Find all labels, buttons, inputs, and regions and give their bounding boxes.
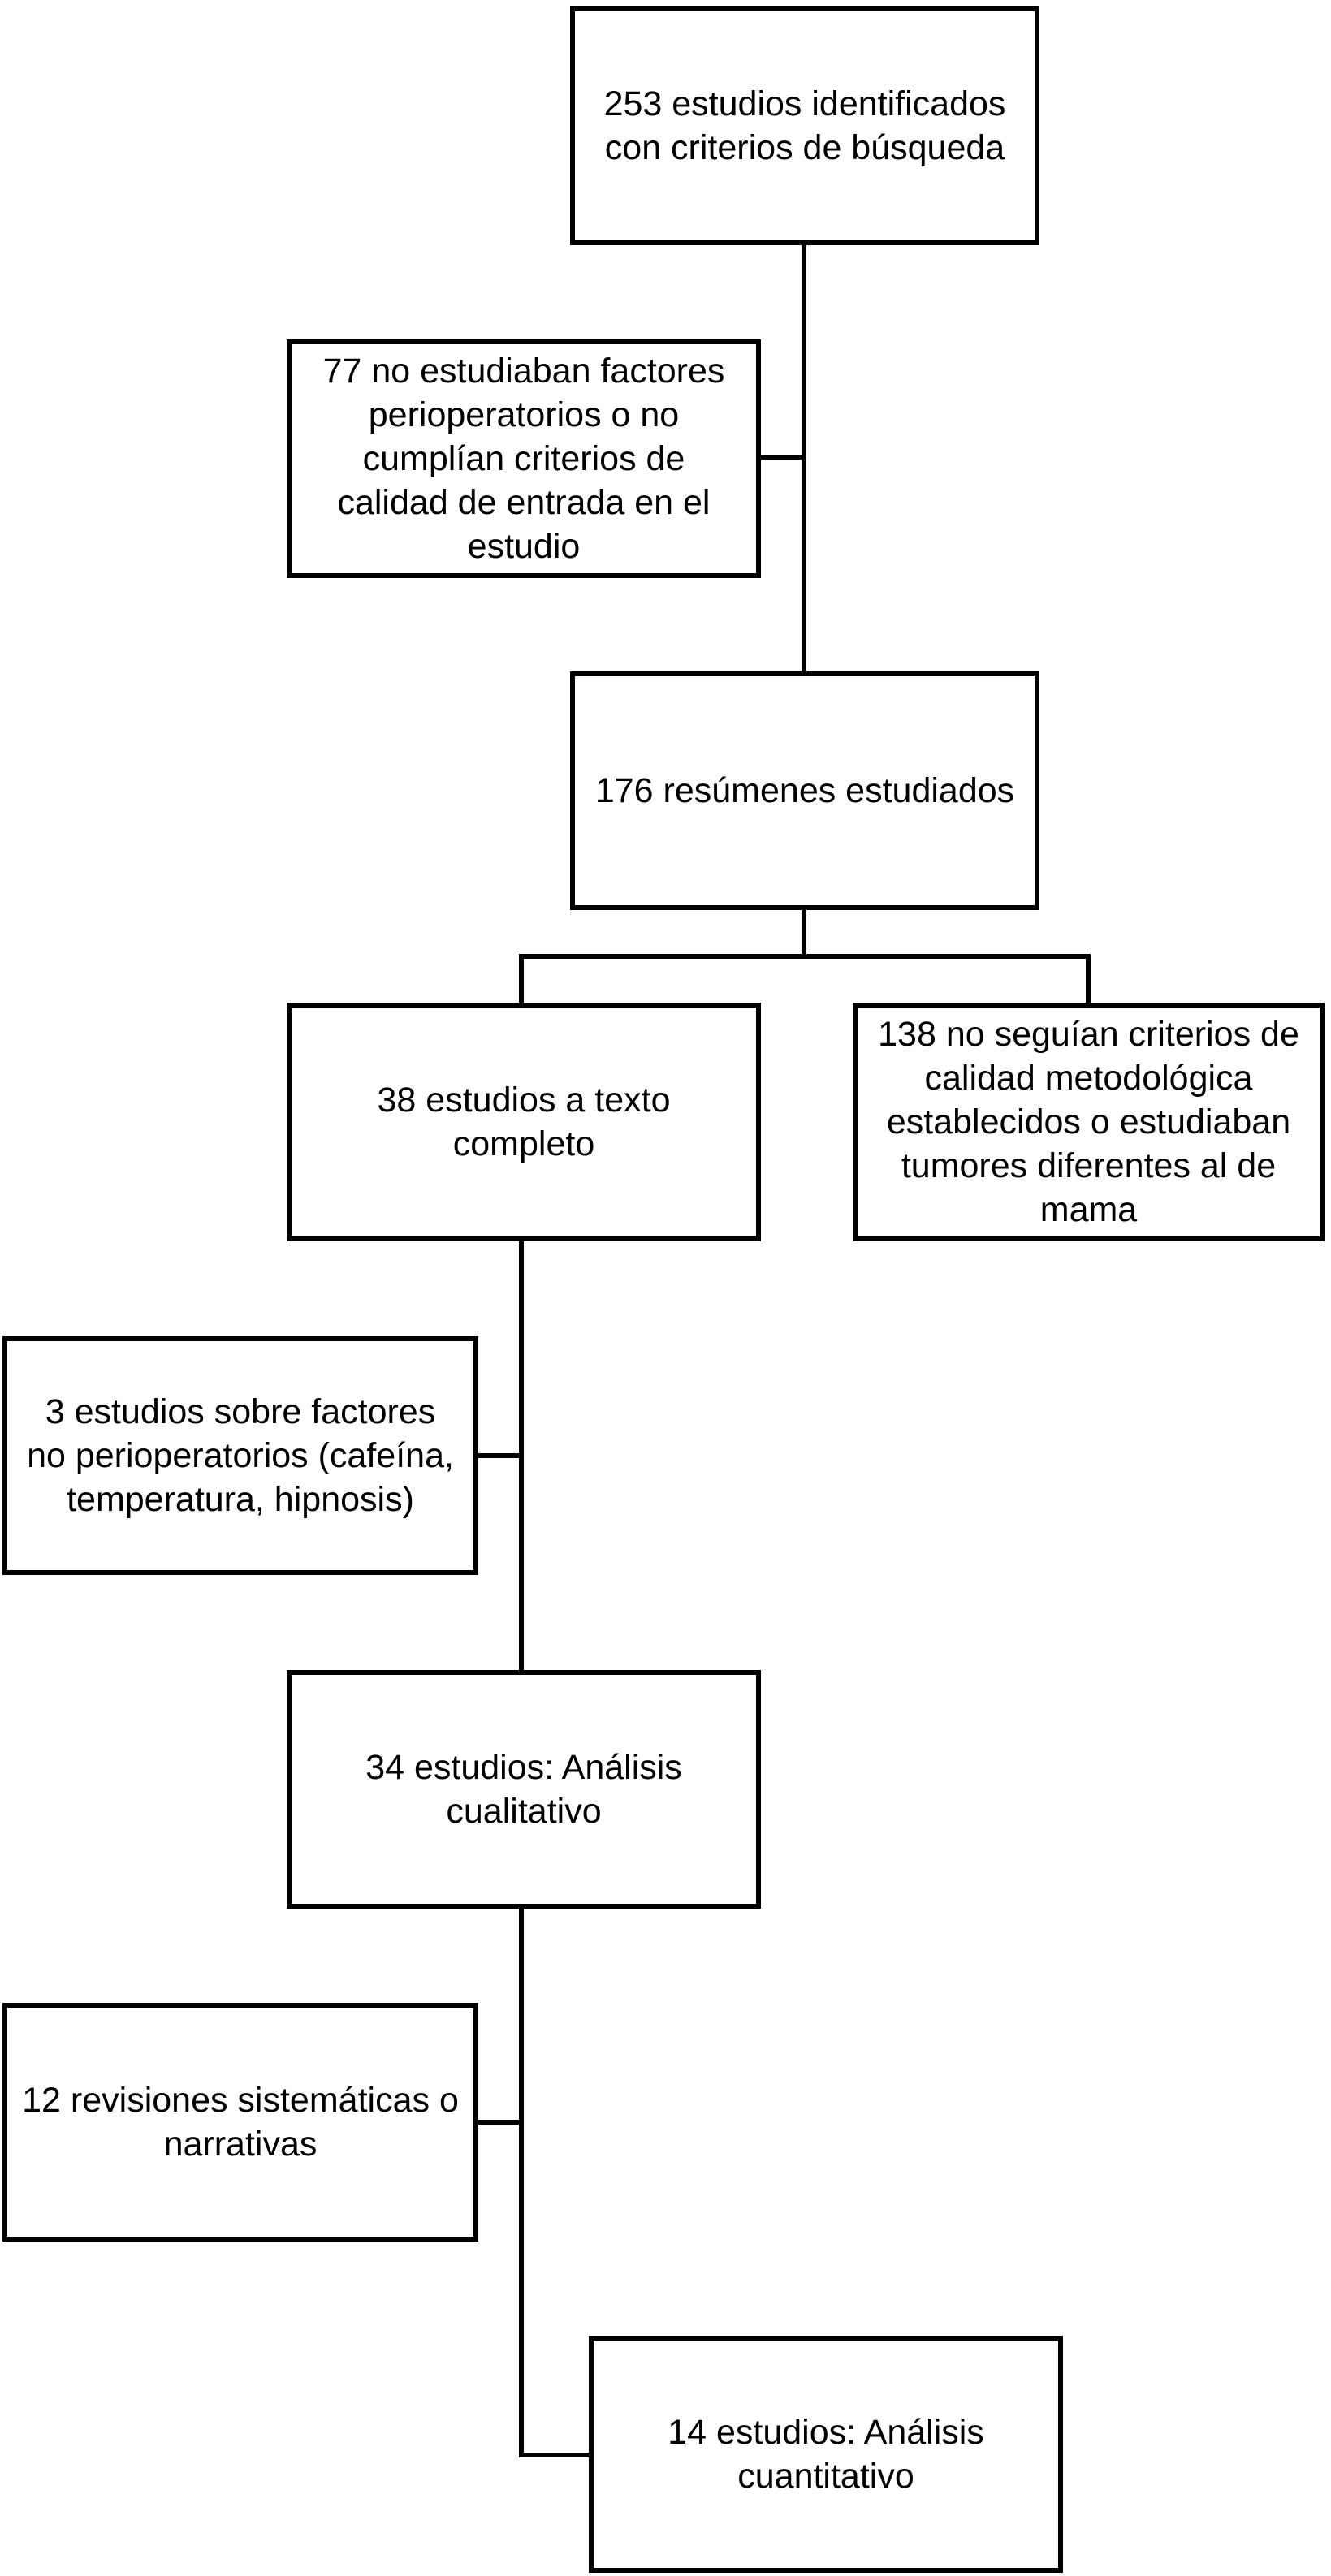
node-excluded-1: 77 no estudiaban factores perioperatorio…: [287, 339, 761, 578]
node-qualitative: 34 estudios: Análisis cualitativo: [287, 1670, 761, 1909]
node-identified-text: 253 estudios identificados con criterios…: [603, 84, 1006, 167]
node-excluded-2: 138 no seguían criterios de calidad meto…: [853, 1003, 1325, 1241]
node-excluded-3-text: 3 estudios sobre factores no perioperato…: [27, 1392, 454, 1519]
node-excluded-3: 3 estudios sobre factores no perioperato…: [2, 1336, 478, 1575]
node-fulltext: 38 estudios a texto completo: [287, 1003, 761, 1241]
node-quantitative: 14 estudios: Análisis cuantitativo: [589, 2336, 1063, 2573]
node-identified: 253 estudios identificados con criterios…: [570, 6, 1039, 245]
node-excluded-4-text: 12 revisiones sistemáticas o narrativas: [22, 2081, 459, 2164]
node-fulltext-text: 38 estudios a texto completo: [377, 1081, 671, 1163]
node-qualitative-text: 34 estudios: Análisis cualitativo: [365, 1748, 682, 1831]
node-abstracts: 176 resúmenes estudiados: [570, 671, 1039, 910]
node-quantitative-text: 14 estudios: Análisis cuantitativo: [668, 2413, 984, 2496]
node-excluded-1-text: 77 no estudiaban factores perioperatorio…: [322, 352, 725, 566]
node-abstracts-text: 176 resúmenes estudiados: [594, 771, 1015, 810]
node-excluded-4: 12 revisiones sistemáticas o narrativas: [2, 2003, 478, 2242]
node-excluded-2-text: 138 no seguían criterios de calidad meto…: [878, 1015, 1299, 1229]
